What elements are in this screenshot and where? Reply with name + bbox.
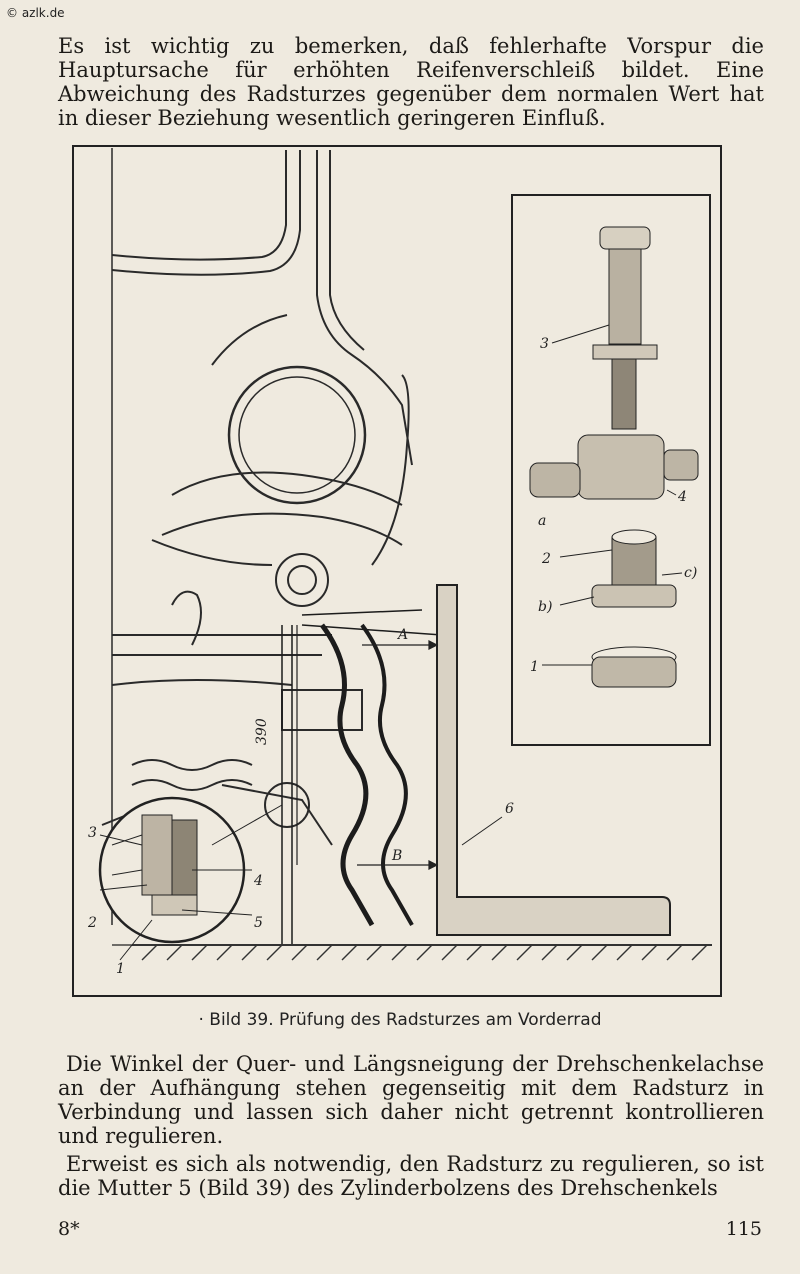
figure-caption: · Bild 39. Prüfung des Radsturzes am Vor… — [198, 1010, 602, 1030]
car-body-drawing — [111, 148, 413, 925]
inset-label-2: 2 — [87, 915, 97, 931]
label-b: B — [391, 848, 402, 864]
paragraph-angles: Die Winkel der Quer- und Längsneigung de… — [58, 1052, 764, 1148]
figure-frame — [72, 145, 722, 997]
parts-label-b: b) — [538, 599, 552, 615]
parts-label-4: 4 — [677, 489, 687, 505]
watermark: © azlk.de — [6, 6, 65, 20]
parts-label-c: c) — [684, 565, 697, 581]
label-a: A — [396, 627, 408, 643]
parts-label-3: 3 — [540, 336, 549, 352]
inset-label-4: 4 — [253, 873, 263, 889]
label-390: 390 — [254, 718, 270, 745]
figure-39: A B 390 6 — [72, 145, 722, 997]
gauge-ruler — [436, 584, 671, 936]
parts-label-2: 2 — [541, 551, 551, 567]
page-number: 115 — [725, 1218, 762, 1240]
parts-label-a: a — [538, 513, 546, 529]
parts-box — [511, 194, 711, 746]
inset-label-5: 5 — [254, 915, 263, 931]
ground-hatching — [132, 944, 712, 961]
wheel-profile — [281, 609, 443, 945]
paragraph-intro: Es ist wichtig zu bemerken, daß fehlerha… — [58, 34, 764, 130]
label-6: 6 — [505, 801, 514, 817]
inset-detail — [98, 796, 283, 961]
paragraph-adjustment: Erweist es sich als notwendig, den Radst… — [58, 1152, 764, 1200]
figure-illustration: A B 390 6 — [72, 145, 722, 997]
headlight-drawing — [227, 365, 367, 505]
inset-label-1: 1 — [116, 961, 125, 977]
inset-label-3: 3 — [88, 825, 97, 841]
parts-label-1: 1 — [530, 659, 539, 675]
signature-mark: 8* — [58, 1218, 80, 1240]
suspension-drawing — [101, 539, 363, 846]
